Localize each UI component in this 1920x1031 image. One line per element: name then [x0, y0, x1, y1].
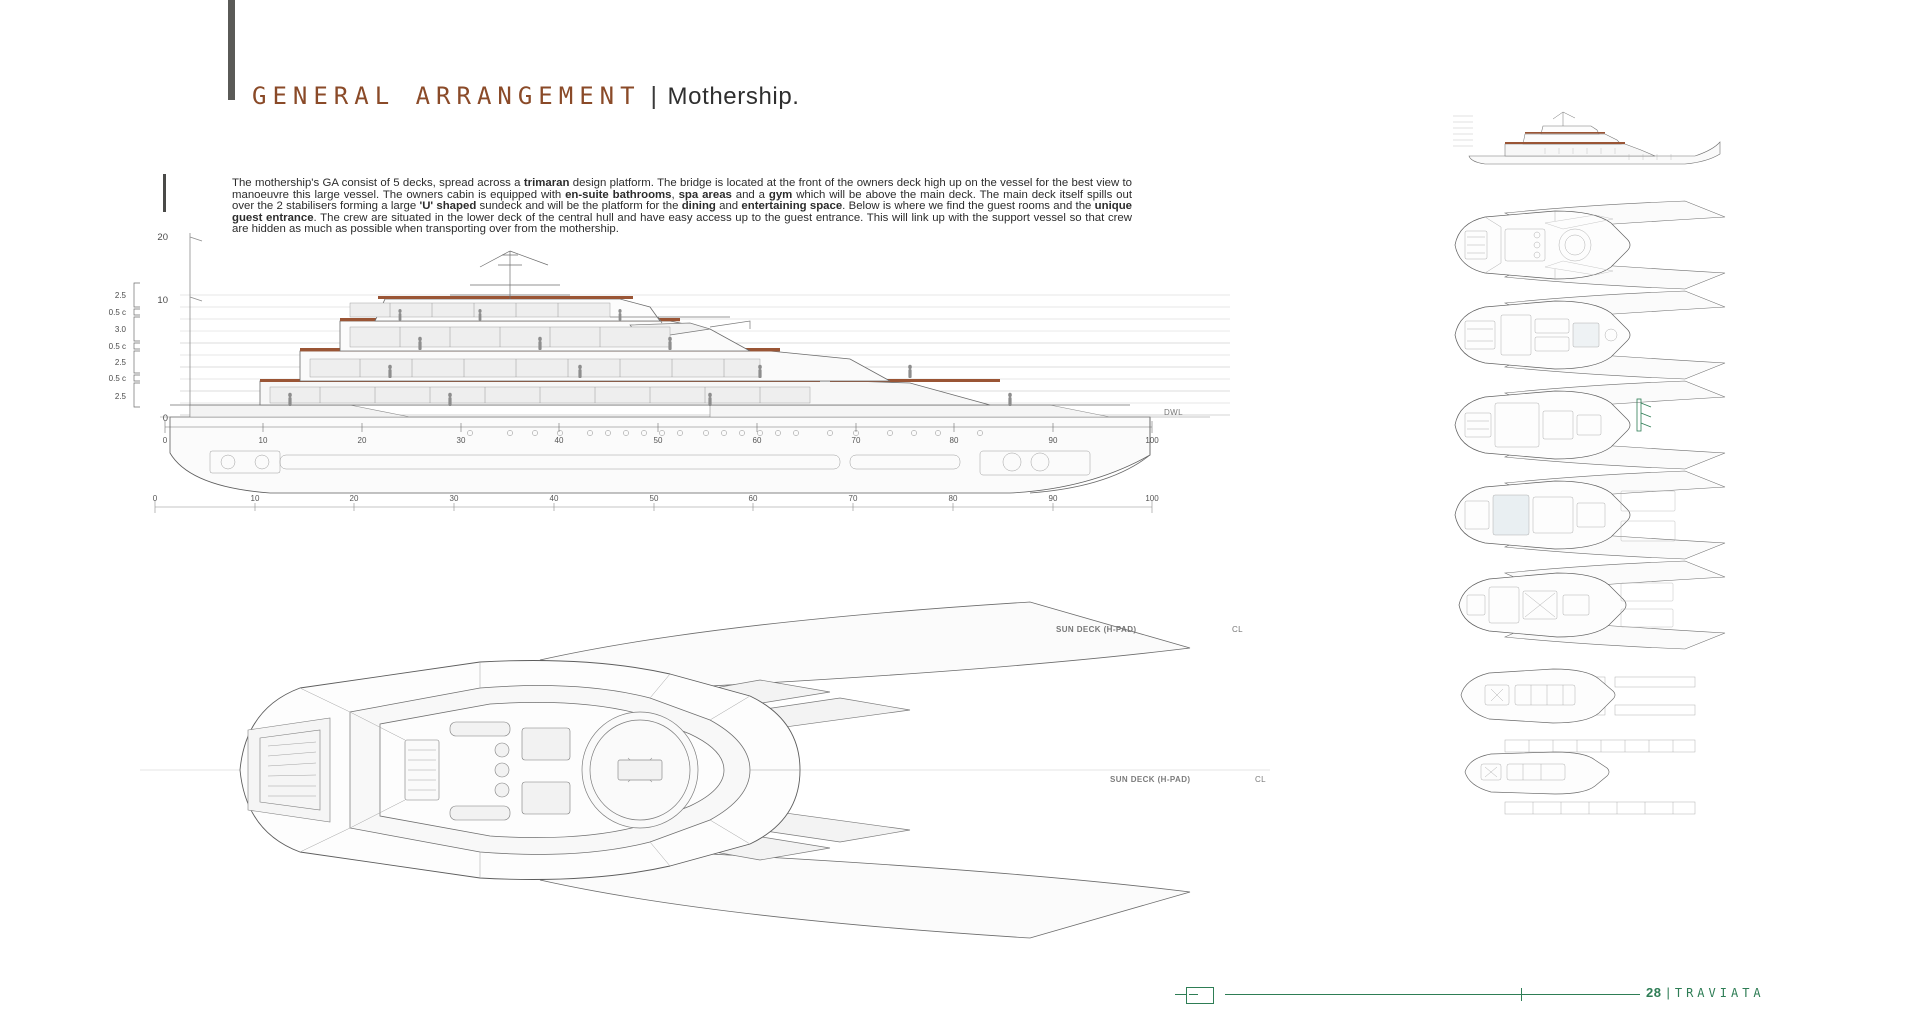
- stack-item-profile-thumbnail: [1453, 111, 1721, 165]
- aft-deck-detail: [247, 717, 331, 823]
- svg-text:80: 80: [949, 494, 958, 503]
- svg-text:80: 80: [950, 436, 959, 445]
- hull-internal-spaces: [209, 450, 1091, 476]
- stabiliser-outriggers: [539, 601, 1191, 939]
- svg-text:0.5 c: 0.5 c: [109, 342, 126, 351]
- svg-text:0: 0: [163, 413, 168, 424]
- svg-text:20: 20: [358, 436, 367, 445]
- svg-text:50: 50: [650, 494, 659, 503]
- svg-text:30: 30: [450, 494, 459, 503]
- svg-text:70: 70: [849, 494, 858, 503]
- svg-text:100: 100: [1145, 494, 1159, 503]
- svg-text:60: 60: [749, 494, 758, 503]
- stack-item-sun-deck-plan: [1454, 200, 1726, 290]
- page-footer: 28 | TRAVIATA: [0, 975, 1920, 1015]
- centreline-label: CL: [1232, 625, 1243, 634]
- svg-text:40: 40: [555, 436, 564, 445]
- header-accent-rule: [228, 0, 235, 100]
- svg-text:0: 0: [163, 436, 168, 445]
- profile-window-strips: [269, 302, 811, 404]
- stack-item-tank-deck-plan: [1460, 668, 1696, 724]
- svg-text:10: 10: [259, 436, 268, 445]
- sun-deck-label: SUN DECK (H-PAD): [1056, 625, 1136, 634]
- hull-portholes: [467, 430, 983, 436]
- svg-text:2.5: 2.5: [115, 291, 127, 300]
- footer-brand: 28 | TRAVIATA: [1646, 985, 1765, 1000]
- helipad: [581, 711, 699, 829]
- svg-text:60: 60: [753, 436, 762, 445]
- waterline-label: DWL: [1164, 408, 1183, 417]
- stack-item-lower-deck-plan: [1458, 560, 1726, 650]
- stack-item-bridge-deck-plan: [1454, 380, 1726, 470]
- profile-elevation-drawing: 20 10 0 2.5 0.5 c 3.0 0.5 c 2.5 0.5 c 2.…: [109, 232, 1250, 575]
- profile-lower-scale: 0 10 20 30 40 50 60 70 80 90 100: [153, 494, 1159, 513]
- svg-text:0: 0: [153, 494, 158, 503]
- svg-text:0.5 c: 0.5 c: [109, 374, 126, 383]
- page-number: 28: [1646, 985, 1662, 1000]
- svg-text:0.5 c: 0.5 c: [109, 308, 126, 317]
- svg-text:40: 40: [550, 494, 559, 503]
- intro-paragraph: The mothership's GA consist of 5 decks, …: [232, 177, 1132, 236]
- svg-text:10: 10: [157, 295, 168, 306]
- footer-bar: |: [1666, 985, 1670, 1000]
- svg-text:30: 30: [457, 436, 466, 445]
- svg-text:50: 50: [654, 436, 663, 445]
- profile-hull: [160, 404, 1210, 494]
- svg-text:2.5: 2.5: [115, 358, 127, 367]
- profile-vertical-axis: 20 10 0: [157, 232, 203, 425]
- stack-item-owners-deck-plan: [1454, 290, 1726, 380]
- plan-sun-deck-caption: SUN DECK (H-PAD): [1110, 775, 1191, 784]
- highlight-green-marks: [1636, 398, 1652, 432]
- footer-lead-line: [1175, 994, 1187, 995]
- stack-item-keel-plan: [1464, 739, 1696, 815]
- hull-facet-lines: [299, 662, 800, 878]
- svg-text:90: 90: [1049, 436, 1058, 445]
- brand-name: TRAVIATA: [1674, 986, 1765, 1000]
- deck-stack-svg: [1453, 111, 1726, 815]
- page-title-separator: |: [650, 82, 658, 110]
- footer-tick-mark: [1521, 988, 1522, 1001]
- profile-svg: 20 10 0 2.5 0.5 c 3.0 0.5 c 2.5 0.5 c 2.…: [109, 232, 1230, 513]
- svg-text:10: 10: [251, 494, 260, 503]
- page-title-primary: GENERAL ARRANGEMENT: [252, 82, 641, 110]
- intro-accent-rule: [163, 174, 166, 212]
- svg-text:100: 100: [1145, 436, 1159, 445]
- svg-text:90: 90: [1049, 494, 1058, 503]
- footer-rule: [1225, 994, 1640, 995]
- footer-marker-icon: [1186, 987, 1214, 1004]
- profile-station-scale: 0 10 20 30 40 50 60 70 80 90 100: [163, 421, 1159, 445]
- deck-height-dimensions: 2.5 0.5 c 3.0 0.5 c 2.5 0.5 c 2.5: [109, 282, 140, 408]
- plan-cl-caption: CL: [1255, 775, 1267, 784]
- plan-view-drawing: SUN DECK (H-PAD) CL: [140, 600, 1280, 940]
- page-title: GENERAL ARRANGEMENT | Mothership.: [252, 82, 800, 111]
- page-title-secondary: Mothership.: [667, 83, 800, 110]
- svg-text:3.0: 3.0: [115, 325, 127, 334]
- human-scale-figures: [288, 309, 1012, 406]
- svg-text:2.5: 2.5: [115, 392, 127, 401]
- svg-text:70: 70: [852, 436, 861, 445]
- plan-svg: SUN DECK (H-PAD) CL: [140, 601, 1270, 939]
- deck-plan-stack: [1445, 110, 1745, 940]
- svg-text:20: 20: [157, 232, 168, 243]
- deck-furniture: [404, 721, 571, 821]
- svg-text:20: 20: [350, 494, 359, 503]
- stack-item-main-deck-plan: [1454, 470, 1726, 560]
